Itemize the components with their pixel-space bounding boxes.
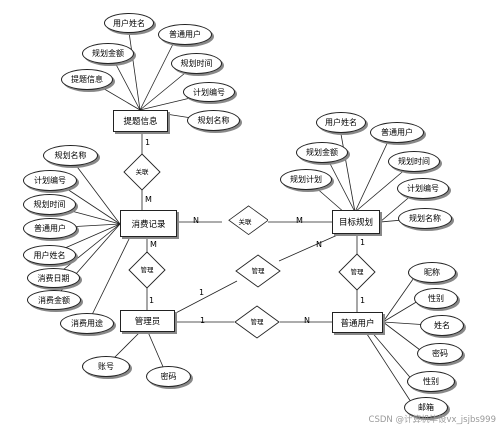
cardinality-mubiao-m: M bbox=[296, 216, 303, 225]
attr-mubiao-putongyonghu: 普通用户 bbox=[370, 122, 424, 143]
cardinality-guanli-diag: 1 bbox=[199, 288, 205, 297]
attr-mubiao-guihuashijian: 规划时间 bbox=[388, 151, 440, 172]
entity-putong: 普通用户 bbox=[332, 312, 383, 333]
attr-putong-nicheng: 昵称 bbox=[408, 262, 456, 283]
cardinality-xiaofei-bottom: M bbox=[150, 240, 157, 249]
attr-tiqu-guihuajine: 规划金额 bbox=[82, 43, 134, 64]
entity-xiaofei: 消费记录 bbox=[120, 210, 177, 237]
attr-guanli-zhanghao: 账号 bbox=[82, 356, 130, 377]
attr-mubiao-guihuamingcheng: 规划名称 bbox=[398, 208, 452, 229]
attr-xiaofei-guihuashijian: 规划时间 bbox=[23, 194, 76, 215]
entity-mubiao: 目标规划 bbox=[332, 210, 380, 234]
attr-mubiao-guihuajihua: 规划计划 bbox=[280, 169, 332, 190]
relation-label: 管理 bbox=[140, 266, 154, 274]
attr-tiqu-tiquxinxi: 提题信息 bbox=[61, 69, 113, 90]
cardinality-tiqu-bottom: M bbox=[145, 195, 152, 204]
relation-label: 管理 bbox=[251, 267, 265, 275]
attr-tiqu-putongyonghu: 普通用户 bbox=[158, 24, 212, 45]
attr-putong-youxiang: 邮箱 bbox=[404, 397, 448, 418]
entity-guanliyuan: 管理员 bbox=[120, 310, 175, 332]
attr-xiaofei-jihuabianhao: 计划编号 bbox=[23, 170, 77, 191]
attr-mubiao-yonghuxingming: 用户姓名 bbox=[316, 112, 366, 133]
cardinality-putong-n: N bbox=[304, 316, 310, 325]
attr-xiaofei-putongyonghu: 普通用户 bbox=[23, 218, 77, 239]
relation-label: 管理 bbox=[250, 318, 264, 326]
relation-label: 关联 bbox=[238, 218, 252, 226]
cardinality-guanli-top: 1 bbox=[149, 296, 155, 305]
attr-mubiao-guihuajine: 规划金额 bbox=[296, 142, 348, 163]
attr-xiaofei-xiaofeijine: 消费金额 bbox=[27, 290, 81, 310]
attr-tiqu-jihuabianhao: 计划编号 bbox=[183, 82, 235, 102]
entity-tiqu: 提题信息 bbox=[113, 110, 168, 132]
attr-putong-mima: 密码 bbox=[417, 343, 463, 364]
attr-tiqu-guihuashijian: 规划时间 bbox=[171, 53, 222, 74]
relation-label: 关联 bbox=[135, 168, 149, 176]
attr-tiqu-yonghuxingming: 用户姓名 bbox=[104, 13, 154, 33]
attr-xiaofei-guihuamingcheng: 规划名称 bbox=[43, 145, 98, 166]
attr-putong-xingbie-1: 性别 bbox=[414, 288, 458, 309]
attr-putong-xingbie-2: 性别 bbox=[407, 371, 455, 392]
attr-putong-xingming: 姓名 bbox=[420, 315, 464, 336]
attr-guanli-mima: 密码 bbox=[146, 366, 191, 387]
cardinality-n-mubiao-left: N bbox=[316, 240, 322, 249]
attr-tiqu-guihuamingcheng: 规划名称 bbox=[187, 110, 240, 131]
attr-xiaofei-yonghuxingming: 用户姓名 bbox=[23, 245, 76, 265]
attr-mubiao-jihuabianhao: 计划编号 bbox=[397, 178, 449, 199]
attr-xiaofei-xiaofeiriqi: 消费日期 bbox=[27, 268, 80, 288]
cardinality-xiaofei-n: N bbox=[193, 216, 199, 225]
cardinality-tiqu-top: 1 bbox=[145, 138, 151, 147]
attr-xiaofei-xiaofeiyongtu: 消费用途 bbox=[60, 313, 114, 334]
relation-label: 管理 bbox=[350, 268, 364, 276]
watermark: CSDN @计算机毕设vx_jsjbs999 bbox=[368, 415, 496, 425]
cardinality-guanli-right: 1 bbox=[200, 316, 206, 325]
cardinality-mubiao-bottom: 1 bbox=[360, 238, 366, 247]
cardinality-putong-top: 1 bbox=[360, 296, 366, 305]
